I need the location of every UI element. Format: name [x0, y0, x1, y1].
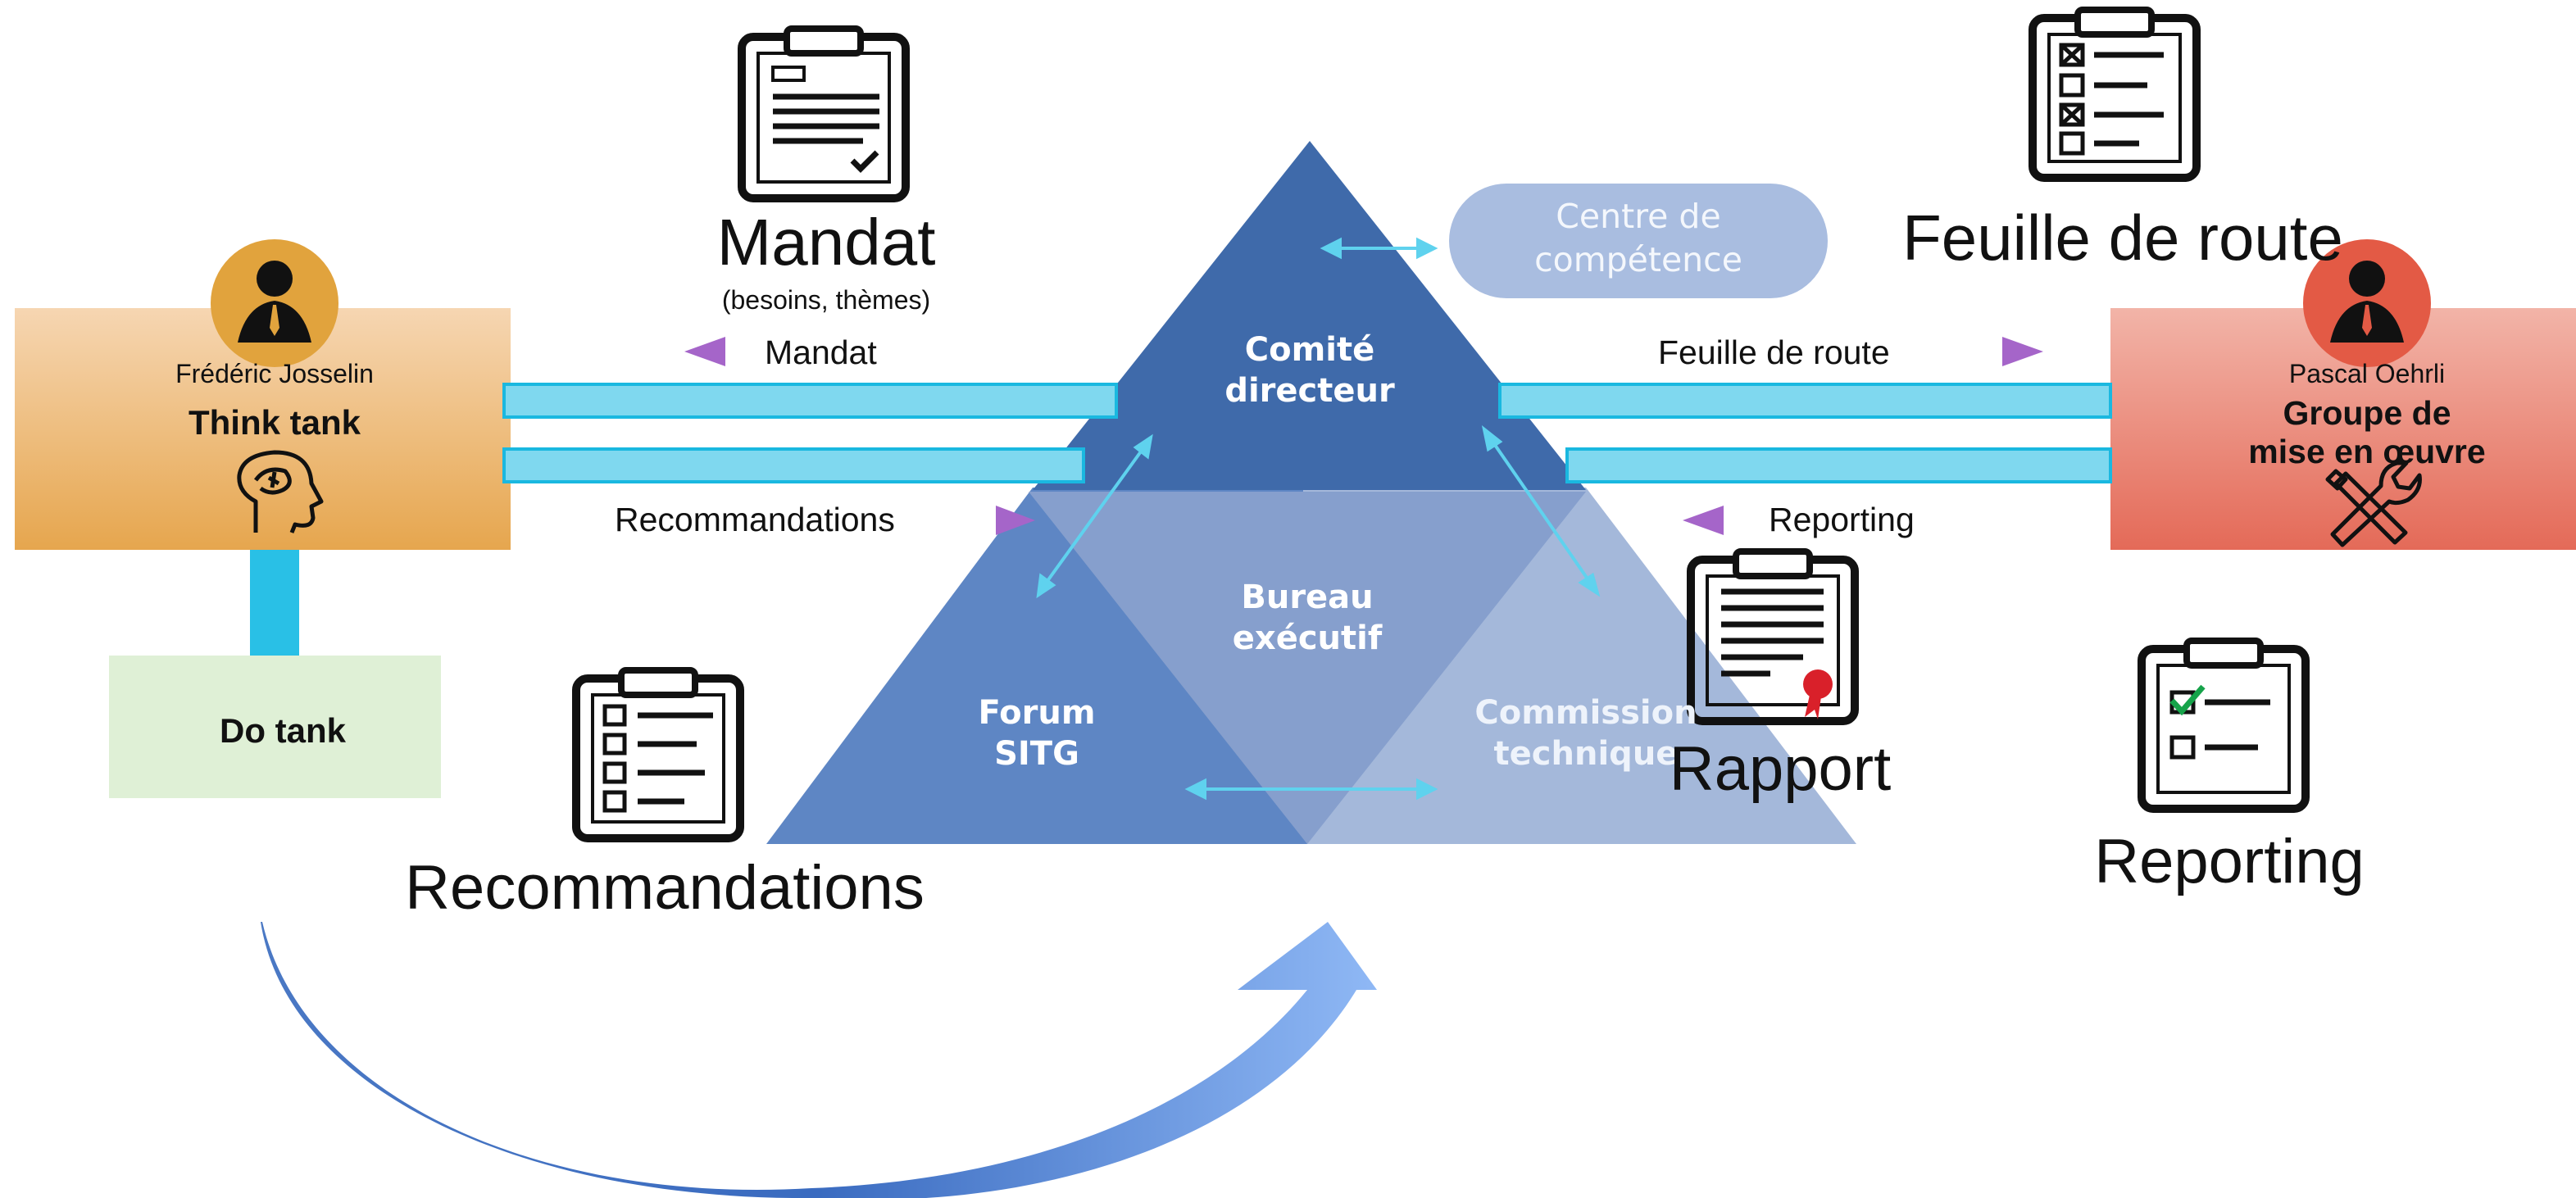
pyramid-left-line1: Forum — [978, 694, 1096, 732]
feuille-de-route-title: Feuille de route — [1902, 202, 2343, 274]
avatar-oehrli — [2303, 239, 2431, 367]
tools-icon — [2325, 461, 2422, 547]
pyramid-top-section — [1033, 141, 1586, 490]
reporting-arrow — [1683, 506, 1724, 535]
cycle-arrow — [261, 922, 1377, 1198]
reporting-title: Reporting — [2094, 827, 2365, 896]
competence-centre-shape — [1449, 184, 1828, 298]
pyramid-left-line2: SITG — [994, 735, 1079, 773]
group-person: Pascal Oehrli — [2288, 359, 2446, 388]
group-title-line1: Groupe de — [2283, 394, 2451, 432]
flow-label-recommandations: Recommandations — [615, 501, 895, 538]
brain-head-icon — [237, 450, 324, 533]
pyramid-top-label: Comité directeur — [1224, 329, 1394, 411]
recommandations-bar — [502, 447, 1085, 483]
flow-bars — [502, 383, 2112, 483]
mandat-arrow — [684, 337, 725, 366]
do-tank-label: Do tank — [219, 711, 347, 750]
flow-direction-arrows — [684, 337, 2043, 535]
flow-label-reporting: Reporting — [1769, 501, 1915, 538]
pyramid-middle-label: Bureau exécutif — [1233, 577, 1382, 659]
do-tank-box — [109, 656, 441, 798]
group-title-line2: mise en œuvre — [2248, 433, 2486, 470]
pyramid-middle-section — [1029, 492, 1586, 844]
mandat-title: Mandat — [716, 206, 936, 279]
pyramid-top-line2: directeur — [1224, 372, 1395, 410]
recommandations-clipboard-icon — [572, 667, 744, 842]
competence-line1: Centre de — [1556, 197, 1721, 236]
reporting-clipboard-icon — [2138, 638, 2310, 813]
pyramid-arrows — [1036, 237, 1601, 801]
rapport-clipboard-icon — [1687, 548, 1859, 725]
feuille-de-route-arrow — [2002, 337, 2043, 366]
feuille-de-route-bar — [1498, 383, 2112, 419]
avatar-josselin — [211, 239, 338, 367]
mandat-subtitle: (besoins, thèmes) — [721, 285, 931, 315]
mandat-bar — [502, 383, 1118, 419]
think-tank-title: Think tank — [188, 403, 361, 442]
pyramid-left-label: Forum SITG — [978, 692, 1095, 774]
pyramid-middle-line2: exécutif — [1232, 619, 1383, 657]
flow-label-feuille-de-route: Feuille de route — [1658, 334, 1890, 371]
pyramid-right-line2: technique — [1493, 735, 1679, 773]
feuille-de-route-clipboard-icon — [2029, 7, 2201, 182]
recommandations-arrow — [996, 506, 1035, 535]
pyramid-right-label: Commission technique — [1474, 692, 1697, 774]
flow-label-mandat: Mandat — [765, 334, 877, 371]
think-tank-person: Frédéric Josselin — [175, 359, 374, 388]
competence-centre-label: Centre de compétence — [1534, 195, 1742, 282]
pyramid — [766, 141, 1856, 844]
pyramid-top-line1: Comité — [1244, 331, 1375, 369]
mandat-clipboard-icon — [738, 25, 910, 202]
reporting-bar — [1565, 447, 2112, 483]
competence-line2: compétence — [1534, 240, 1742, 279]
rapport-title: Rapport — [1669, 734, 1892, 804]
pyramid-middle-line1: Bureau — [1241, 579, 1374, 616]
recommandations-title: Recommandations — [405, 853, 925, 923]
pyramid-right-line1: Commission — [1474, 694, 1697, 732]
do-tank-connector — [250, 550, 299, 656]
